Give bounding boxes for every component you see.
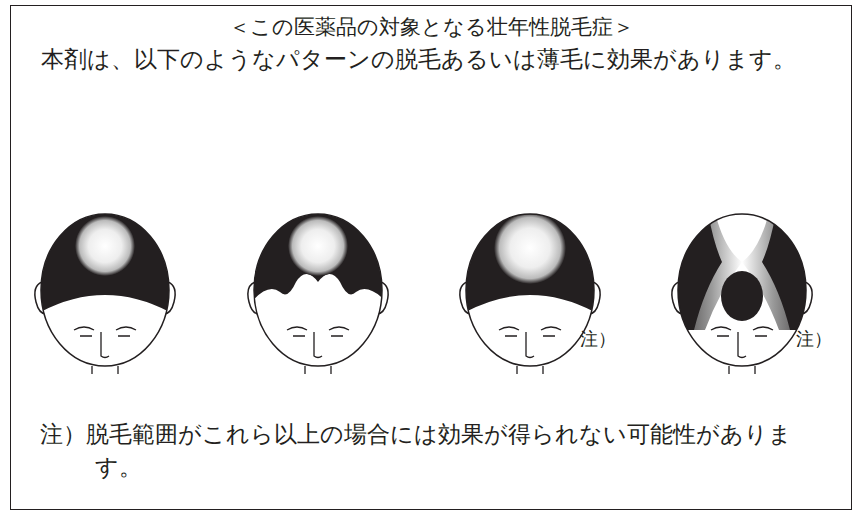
- note-marker: 注）: [796, 326, 856, 352]
- notice-title: ＜この医薬品の対象となる壮年性脱毛症＞: [11, 12, 851, 42]
- note-marker: 注）: [580, 326, 640, 352]
- footnote: 注）脱毛範囲がこれら以上の場合には効果が得られない可能性があります。: [40, 418, 830, 484]
- notice-body: 本剤は、以下のようなパターンの脱毛あるいは薄毛に効果があります。: [41, 42, 829, 76]
